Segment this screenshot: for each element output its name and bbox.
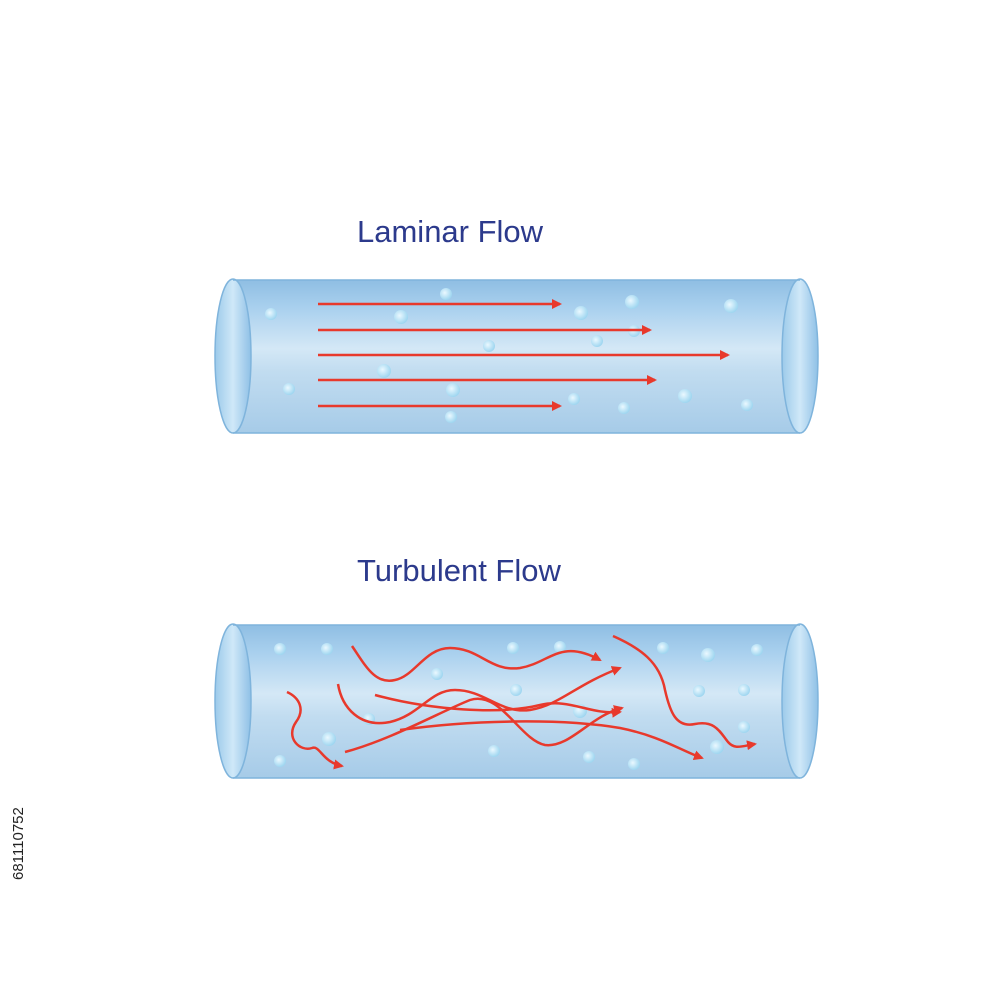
turbulent-arrow-3 — [336, 666, 622, 725]
turbulent-arrow-7 — [612, 634, 757, 751]
turbulent-arrows — [286, 634, 757, 770]
stock-image-id: 681110752 — [10, 807, 27, 880]
laminar-arrows — [318, 299, 730, 411]
turbulent-arrow-1 — [286, 690, 344, 770]
turbulent-flow-title: Turbulent Flow — [357, 553, 561, 588]
turbulent-arrow-4 — [374, 693, 622, 718]
laminar-flow-title: Laminar Flow — [357, 214, 544, 249]
laminar-bubbles — [265, 288, 753, 423]
turbulent-arrow-2 — [350, 645, 602, 683]
laminar-pipe — [214, 278, 819, 434]
turbulent-arrow-6 — [399, 720, 704, 760]
